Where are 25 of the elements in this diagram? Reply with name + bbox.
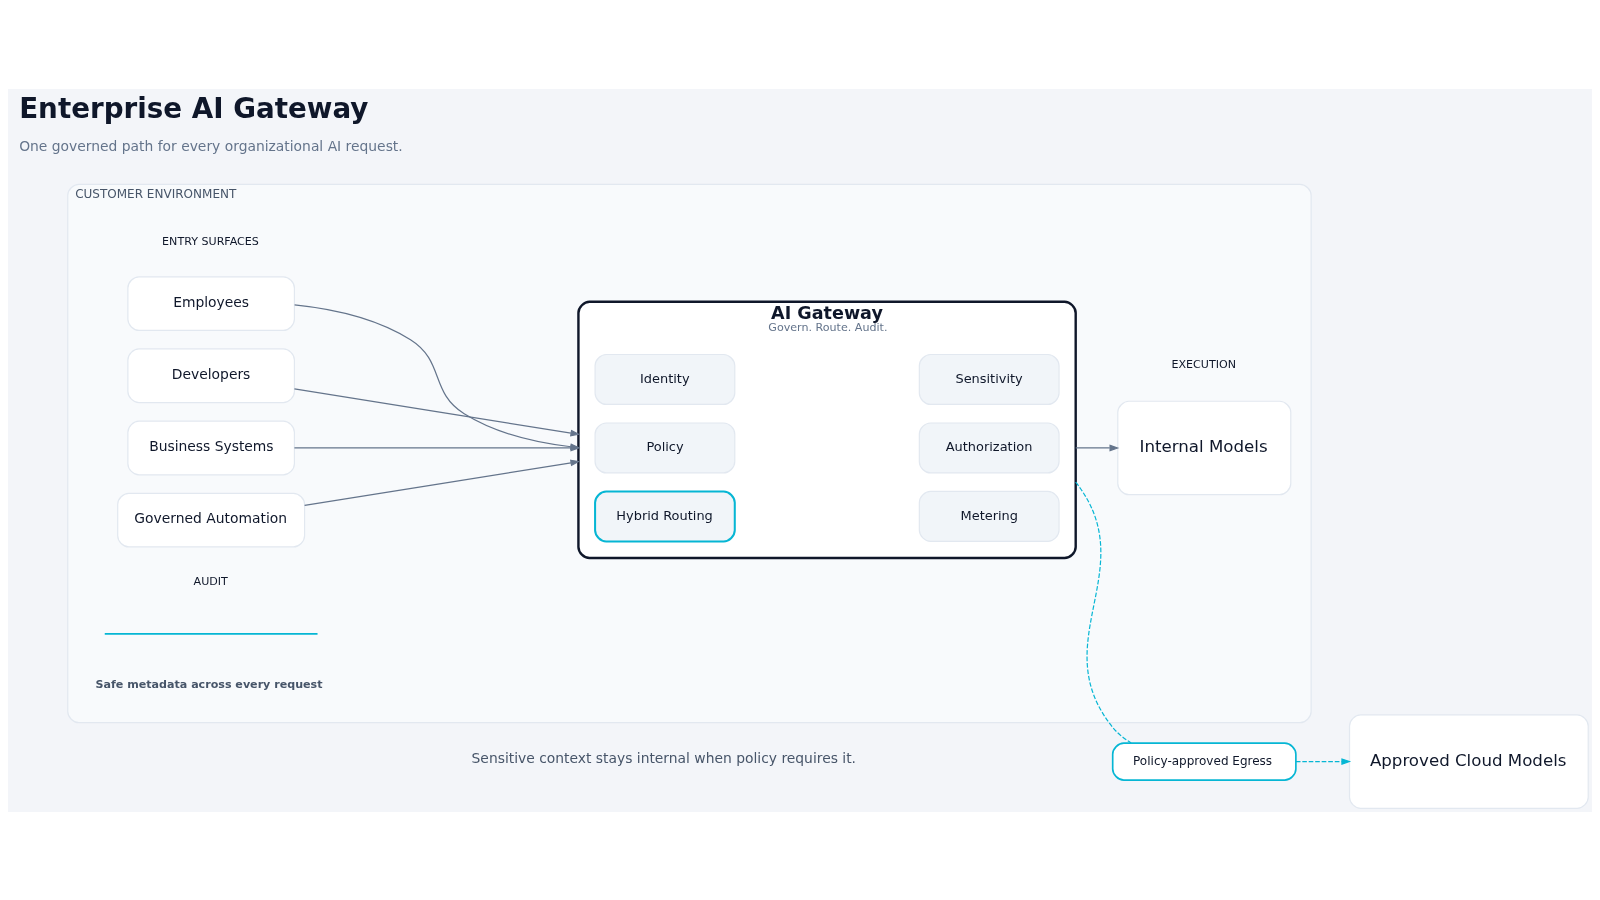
node-box: Policy-approved Egress [1111, 741, 1297, 781]
node-box: Identity [594, 353, 736, 405]
label: Safe metadata across every request [95, 677, 323, 691]
label: AUDIT [193, 574, 228, 588]
diagram-title: Enterprise AI Gateway [19, 91, 369, 125]
node-box: Governed Automation [117, 492, 306, 548]
node-box: Approved Cloud Models [1348, 713, 1589, 809]
arrow [304, 459, 581, 506]
arrow [1075, 444, 1120, 451]
label: One governed path for every organizational AI request. [19, 137, 403, 154]
node-box: Business Systems [127, 420, 295, 475]
node-box: Policy [594, 421, 736, 474]
arrow [293, 387, 581, 436]
node-box: Authorization [918, 421, 1060, 474]
label: EXECUTION [1171, 357, 1237, 371]
arrow [1295, 757, 1352, 765]
caption: Sensitive context stays internal when policy requires it. [471, 749, 857, 766]
node-box: Employees [127, 275, 295, 331]
node-box: Hybrid Routing [594, 489, 736, 542]
node-box: Sensitivity [918, 353, 1060, 405]
label: ENTRY SURFACES [162, 234, 259, 248]
node-box: Metering [918, 490, 1060, 542]
node-box: Developers [127, 347, 295, 403]
node-box: Internal Models [1117, 400, 1292, 495]
connector [1075, 481, 1132, 744]
